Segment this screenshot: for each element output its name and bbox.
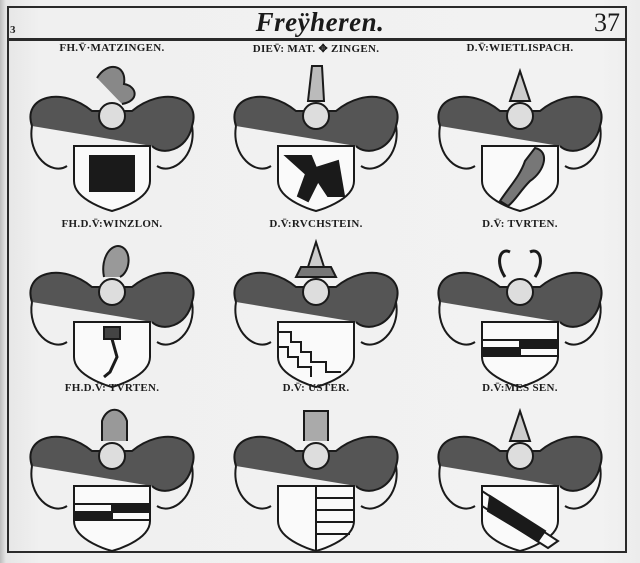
coat-of-arms-icon: [437, 67, 603, 213]
coat-of-arms-5: D.V̄:RVCHSTEIN.: [216, 218, 416, 393]
arms-label: D.V̄: TVRTEN.: [482, 218, 558, 230]
coat-of-arms-7: FH.D.V̄: TVRTEN.: [12, 382, 212, 557]
page-title: Freÿheren.: [255, 7, 385, 37]
coat-of-arms-icon: [29, 245, 195, 389]
coat-of-arms-3: D.V̄:WIETLISPACH.: [420, 42, 620, 217]
coat-of-arms-icon: [29, 66, 195, 213]
coat-of-arms-icon: [233, 65, 399, 213]
arms-label: FH.D.V̄: TVRTEN.: [64, 382, 160, 394]
arms-label: FH.V̄·MATZINGEN.: [59, 42, 165, 54]
coat-of-arms-icon: [437, 249, 603, 389]
coat-of-arms-8: D.V̄: USTER.: [216, 382, 416, 557]
arms-label: DIEV̄: MAT. ✥ ZINGEN.: [252, 43, 380, 55]
page-frame: [7, 6, 627, 553]
arms-label: D.V̄: USTER.: [282, 382, 350, 394]
header-rule: [7, 38, 627, 41]
coat-of-arms-icon: [233, 238, 399, 389]
arms-label: FH.D.V̄:WINZLON.: [61, 218, 163, 230]
arms-label: D.V̄:WIETLISPACH.: [466, 42, 574, 54]
coat-of-arms-6: D.V̄: TVRTEN.: [420, 218, 620, 393]
coat-of-arms-2: DIEV̄: MAT. ✥ ZINGEN.: [216, 42, 416, 217]
coat-of-arms-icon: [437, 407, 603, 553]
coat-of-arms-icon: [233, 410, 399, 553]
margin-mark: 3: [10, 24, 16, 36]
coat-of-arms-1: FH.V̄·MATZINGEN.: [12, 42, 212, 217]
arms-label: D.V̄:RVCHSTEIN.: [269, 218, 363, 230]
coat-of-arms-9: D.V̄:MES SEN.: [420, 382, 620, 557]
arms-label: D.V̄:MES SEN.: [482, 382, 558, 394]
coat-of-arms-4: FH.D.V̄:WINZLON.: [12, 218, 212, 393]
coat-of-arms-icon: [29, 408, 195, 553]
page-number: 37: [594, 8, 620, 37]
